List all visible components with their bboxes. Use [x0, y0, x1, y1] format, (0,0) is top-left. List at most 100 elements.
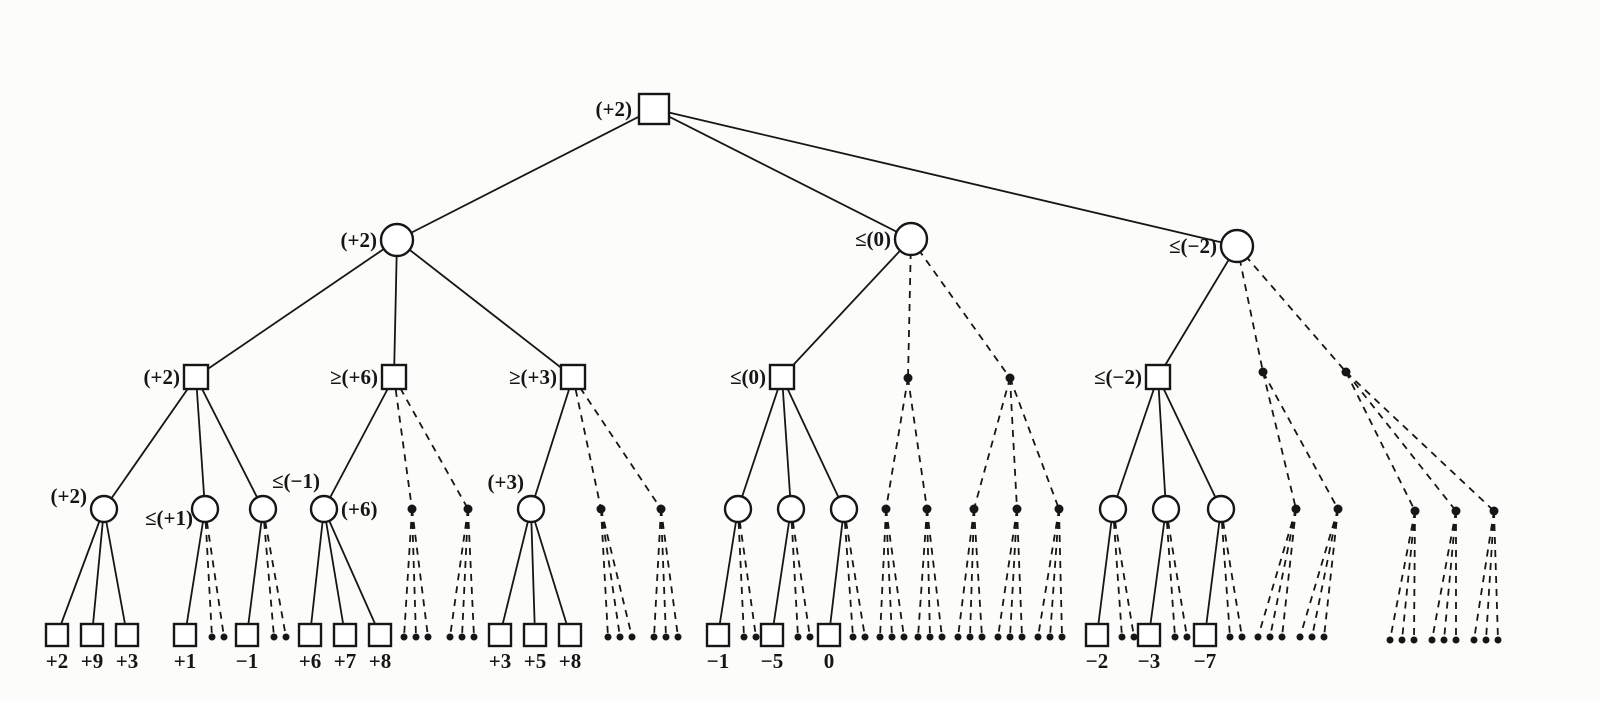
edge-c8-t14: [828, 508, 845, 636]
label-s3: ≥(+3): [509, 365, 557, 389]
pruned-leaf-node-z23: [876, 633, 884, 641]
label-s5: ≤(−2): [1094, 365, 1142, 389]
edge-p9-z36: [1049, 508, 1060, 638]
pruned-branch-node-p2: [463, 504, 473, 514]
pruned-leaf-node-z36: [1046, 633, 1054, 641]
pruned-leaf-node-z11: [604, 633, 612, 641]
edge-s5-c9: [1112, 376, 1159, 510]
edge-p2-z9: [461, 508, 469, 638]
edge-c10-z41: [1165, 508, 1188, 638]
edge-p8-z32: [997, 508, 1018, 638]
pruned-leaf-node-z27: [926, 633, 934, 641]
pruned-leaf-node-z14: [650, 633, 658, 641]
label-t1: +2: [46, 649, 68, 673]
min-node-c7: [776, 494, 806, 524]
label-t3: +3: [116, 649, 138, 673]
pruned-leaf-node-z46: [1278, 633, 1286, 641]
min-node-c5: [516, 494, 546, 524]
min-node-c8: [829, 494, 859, 524]
edge-c4-t8: [323, 508, 381, 636]
edge-p3-z12: [600, 508, 621, 638]
edge-p9-z37: [1058, 508, 1063, 638]
pruned-branch-node-p4: [656, 504, 666, 514]
pruned-leaf-node-z56: [1470, 636, 1478, 644]
min-node-c9: [1098, 494, 1128, 524]
max-node-root: [637, 92, 671, 126]
label-s4: ≤(0): [730, 365, 766, 389]
pruned-leaf-node-z34: [1018, 633, 1026, 641]
label-t17: −7: [1194, 649, 1216, 673]
pruned-leaf-node-z5: [400, 633, 408, 641]
edge-p14-z56: [1473, 510, 1495, 641]
label-c1: (+2): [51, 484, 87, 508]
pruned-leaf-node-z8: [446, 633, 454, 641]
edge-s3-p4: [572, 376, 662, 510]
edge-c8-z21: [843, 508, 854, 638]
edge-p3-z11: [600, 508, 609, 638]
pruned-leaf-node-z24: [888, 633, 896, 641]
label-c4: (+6): [341, 497, 377, 521]
leaf-value-node-t3: [114, 622, 140, 648]
edge-p5-z23: [879, 508, 887, 638]
edge-p12-z51: [1401, 510, 1416, 641]
label-m1: (+2): [341, 228, 377, 252]
edge-s3-c5: [530, 376, 574, 510]
label-t2: +9: [81, 649, 103, 673]
pruned-branch-node-x2: [1005, 373, 1015, 383]
min-node-c10: [1151, 494, 1181, 524]
label-root: (+2): [596, 97, 632, 121]
label-s1: (+2): [144, 365, 180, 389]
edge-c7-z20: [790, 508, 811, 638]
pruned-leaf-node-z37: [1058, 633, 1066, 641]
pruned-leaf-node-z47: [1296, 633, 1304, 641]
pruned-leaf-node-z38: [1118, 633, 1126, 641]
edge-x1-p5: [885, 377, 909, 510]
edge-s1-c3: [195, 376, 264, 510]
edge-m2-x2: [910, 238, 1011, 379]
pruned-leaf-node-z39: [1130, 633, 1138, 641]
edge-c4-t6: [309, 508, 325, 636]
leaf-value-node-t16: [1136, 622, 1162, 648]
edge-p12-z50: [1389, 510, 1416, 641]
edge-c1-t2: [91, 508, 105, 636]
edge-p10-z45: [1269, 508, 1297, 638]
pruned-branch-node-p12: [1410, 506, 1420, 516]
pruned-leaf-node-z33: [1006, 633, 1014, 641]
label-t16: −3: [1138, 649, 1160, 673]
edge-c11-t17: [1204, 508, 1222, 636]
label-t7: +7: [334, 649, 356, 673]
edge-x2-p7: [973, 377, 1011, 510]
edge-p14-z58: [1493, 510, 1499, 641]
pruned-leaf-node-z21: [849, 633, 857, 641]
edge-p14-z57: [1485, 510, 1495, 641]
edge-m3-x4: [1236, 245, 1347, 373]
edge-s3-p3: [572, 376, 602, 510]
pruned-branch-node-x3: [1258, 367, 1268, 377]
edge-m1-s2: [393, 239, 398, 378]
pruned-branch-node-p6: [922, 504, 932, 514]
edge-m2-x1: [907, 238, 912, 379]
label-c2: ≤(+1): [145, 506, 193, 530]
label-t12: −1: [707, 649, 729, 673]
label-s2: ≥(+6): [330, 365, 378, 389]
pruned-branch-node-p5: [881, 504, 891, 514]
edge-p13-z53: [1431, 510, 1457, 641]
pruned-leaf-node-z17: [740, 633, 748, 641]
edge-c11-z43: [1220, 508, 1243, 638]
pruned-leaf-node-z35: [1034, 633, 1042, 641]
pruned-leaf-node-z44: [1254, 633, 1262, 641]
edge-p7-z29: [957, 508, 975, 638]
pruned-leaf-node-z32: [994, 633, 1002, 641]
pruned-leaf-node-z40: [1171, 633, 1179, 641]
min-node-c3: [248, 494, 278, 524]
pruned-leaf-node-z20: [806, 633, 814, 641]
label-c3: ≤(−1): [272, 469, 320, 493]
pruned-branch-node-p13: [1451, 506, 1461, 516]
leaf-value-node-t5: [234, 622, 260, 648]
pruned-leaf-node-z58: [1494, 636, 1502, 644]
min-node-m1: [379, 222, 415, 258]
leaf-value-node-t7: [332, 622, 358, 648]
pruned-branch-node-p11: [1333, 504, 1343, 514]
leaf-value-node-t6: [297, 622, 323, 648]
